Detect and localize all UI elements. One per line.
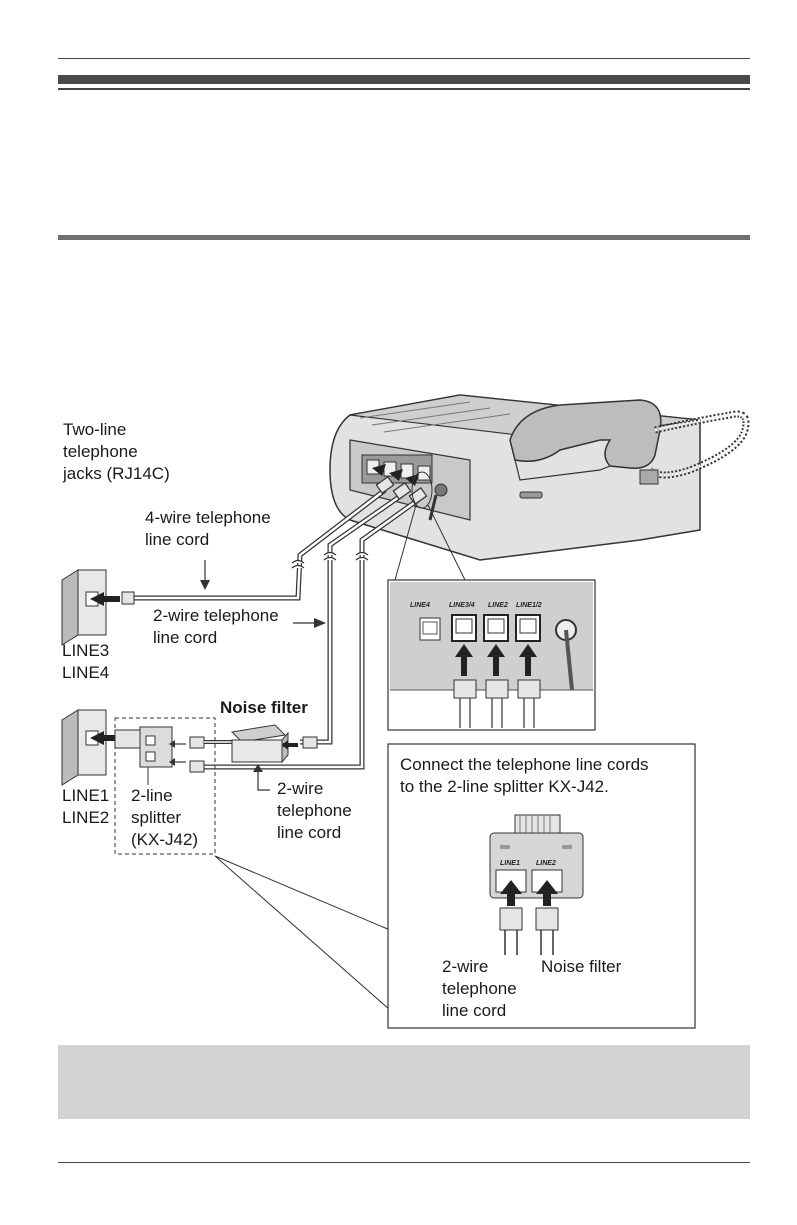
port-label-line12: LINE1/2	[516, 602, 542, 609]
telephone-base	[329, 394, 750, 561]
splitter-port-label-line1: LINE1	[500, 860, 520, 867]
label-4wire-cord: 4-wire telephone line cord	[145, 508, 271, 549]
port-detail-panel: LINE4 LINE3/4 LINE2 LINE1/2	[387, 579, 596, 731]
label-2wire-cord-bottom: 2-wire telephone line cord	[277, 779, 352, 842]
noise-filter-device	[230, 724, 289, 764]
label-line3-line4: LINE3 LINE4	[62, 641, 110, 682]
splitter-dashed-box	[114, 717, 216, 855]
two-line-splitter	[114, 726, 173, 785]
label-2wire-cord-top: 2-wire telephone line cord	[153, 606, 279, 647]
section-header-underline	[58, 88, 750, 90]
port-label-line4: LINE4	[410, 602, 430, 609]
wall-jack-line1-line2	[61, 709, 118, 786]
splitter-port-label-line2: LINE2	[536, 860, 556, 867]
section-divider-bar	[58, 235, 750, 240]
wall-jack-line3-line4	[61, 569, 135, 646]
splitter-panel-left-label: 2-wire telephone line cord	[442, 957, 517, 1020]
section-header-bar	[58, 75, 750, 84]
splitter-panel-right-label: Noise filter	[541, 957, 622, 976]
label-line1-line2: LINE1 LINE2	[62, 786, 110, 827]
note-box	[58, 1045, 750, 1119]
label-noise-filter: Noise filter	[220, 698, 308, 717]
top-rule	[58, 58, 750, 59]
port-label-line34: LINE3/4	[449, 602, 475, 609]
port-label-line2: LINE2	[488, 602, 508, 609]
bottom-rule	[58, 1162, 750, 1163]
cord-break-marks	[291, 551, 369, 569]
splitter-panel-caption: Connect the telephone line cords to the …	[400, 755, 649, 796]
label-splitter: 2-line splitter (KX-J42)	[131, 786, 199, 849]
splitter-detail-panel: LINE1 LINE2	[387, 743, 696, 1029]
label-jacks: Two-line telephone jacks (RJ14C)	[63, 420, 170, 483]
connection-diagram: LINE4 LINE3/4 LINE2 LINE1/2 LINE1 LIN	[61, 394, 750, 1029]
